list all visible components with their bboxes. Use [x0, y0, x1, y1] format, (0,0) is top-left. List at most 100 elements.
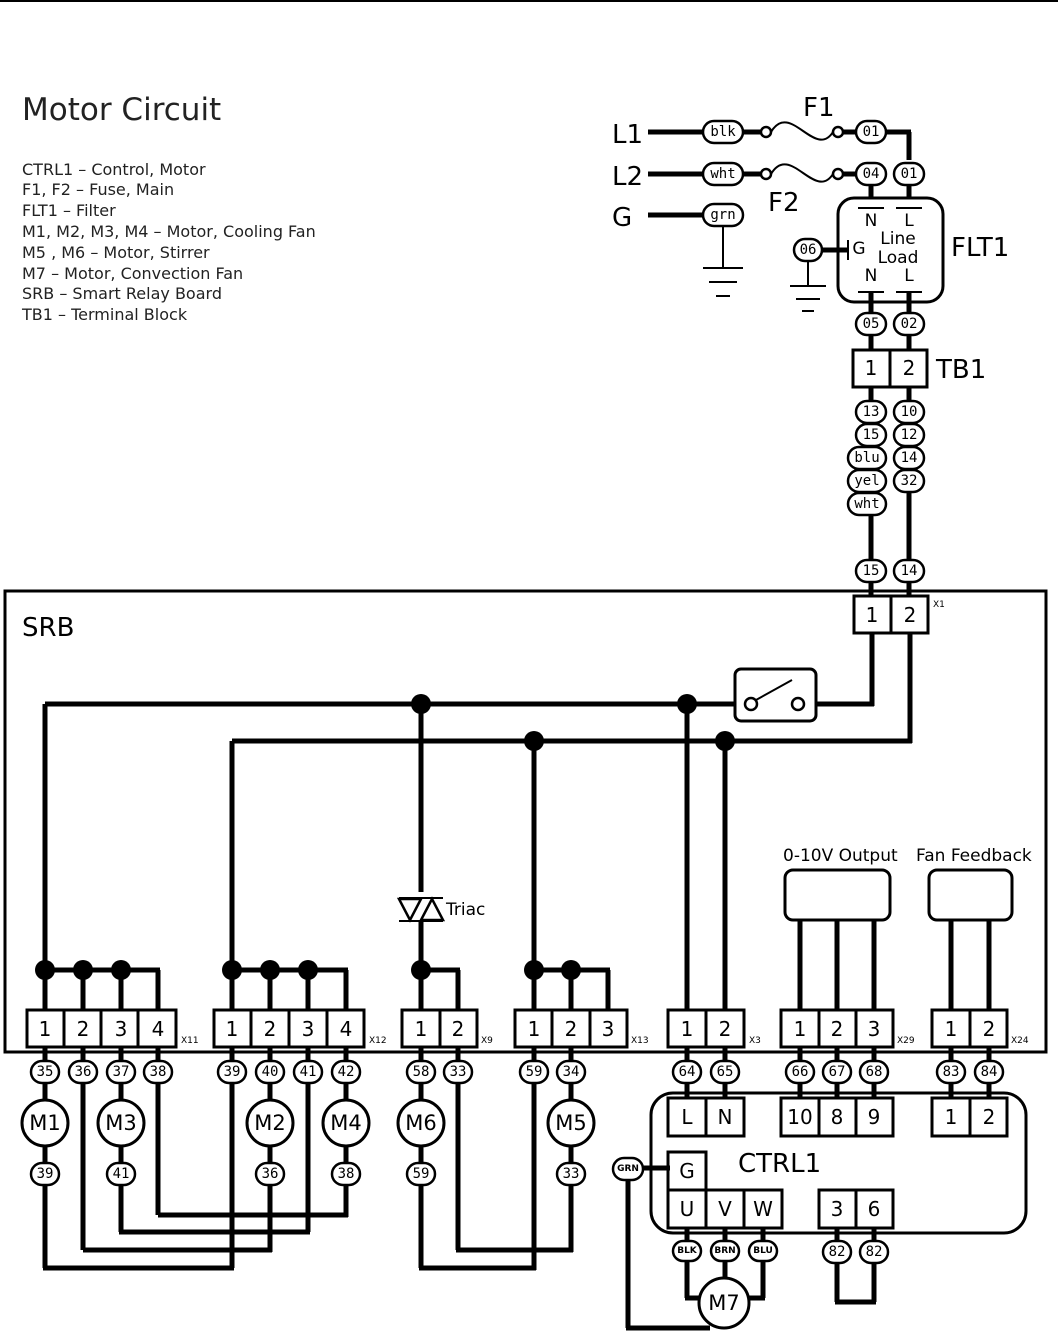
wire-tag: 66 — [784, 1059, 816, 1085]
svg-text:83: 83 — [943, 1064, 960, 1080]
relay-switch-icon — [733, 667, 818, 723]
svg-text:14: 14 — [901, 563, 918, 579]
wire-tag: grn — [701, 202, 745, 228]
svg-text:12: 12 — [901, 427, 918, 443]
wire-tag: 37 — [105, 1059, 137, 1085]
svg-text:G: G — [679, 1159, 695, 1183]
svg-text:1: 1 — [866, 603, 879, 627]
svg-text:X9: X9 — [481, 1036, 493, 1046]
wire-tag: 36 — [67, 1059, 99, 1085]
wire-tag: 12 — [892, 422, 926, 448]
wire-tag: 10 — [892, 399, 926, 425]
svg-text:2: 2 — [565, 1017, 578, 1041]
connector-x9: 1 2 X9 — [400, 1008, 493, 1049]
svg-text:blk: blk — [710, 124, 736, 140]
svg-text:L: L — [904, 211, 914, 231]
wire-tag: 01 — [892, 161, 926, 187]
wire-tag: BRN — [709, 1239, 741, 1263]
svg-text:X29: X29 — [897, 1036, 915, 1046]
wire-tag: 83 — [935, 1059, 967, 1085]
svg-text:10: 10 — [787, 1105, 812, 1129]
svg-text:38: 38 — [338, 1166, 355, 1182]
motor-controller-ctrl1: CTRL1 L N 10 8 9 1 2 G U V W 3 6 GRN — [611, 1091, 1028, 1331]
svg-text:N: N — [865, 211, 878, 231]
svg-text:2: 2 — [264, 1017, 277, 1041]
svg-text:33: 33 — [450, 1064, 467, 1080]
svg-text:1: 1 — [39, 1017, 52, 1041]
svg-text:82: 82 — [829, 1244, 846, 1260]
svg-text:4: 4 — [340, 1017, 353, 1041]
connector-x11: 1 2 3 4 X11 — [25, 1008, 199, 1049]
motor-wiring: 35 36 37 38 39 40 41 42 58 33 59 34 64 6… — [20, 1047, 1005, 1271]
svg-text:58: 58 — [413, 1064, 430, 1080]
svg-text:66: 66 — [792, 1064, 809, 1080]
svg-text:1: 1 — [226, 1017, 239, 1041]
svg-text:wht: wht — [854, 496, 879, 512]
svg-text:BRN: BRN — [714, 1246, 735, 1256]
wire-tag: GRN — [611, 1156, 645, 1182]
svg-text:W: W — [753, 1197, 773, 1221]
svg-text:3: 3 — [115, 1017, 128, 1041]
ground-icon — [790, 285, 826, 312]
svg-text:01: 01 — [863, 124, 880, 140]
svg-text:U: U — [680, 1197, 695, 1221]
wire-tag: 32 — [892, 468, 926, 494]
svg-text:68: 68 — [866, 1064, 883, 1080]
svg-text:64: 64 — [679, 1064, 696, 1080]
f2-label: F2 — [768, 188, 800, 218]
svg-text:3: 3 — [302, 1017, 315, 1041]
svg-text:41: 41 — [300, 1064, 317, 1080]
svg-text:X11: X11 — [181, 1036, 199, 1046]
svg-text:M4: M4 — [330, 1111, 361, 1135]
legend-item: FLT1 – Filter — [22, 201, 116, 220]
f2-fuse-icon — [770, 163, 834, 183]
svg-text:blu: blu — [854, 450, 879, 466]
wire-tag: 35 — [29, 1059, 61, 1085]
legend: CTRL1 – Control, Motor F1, F2 – Fuse, Ma… — [21, 160, 316, 324]
svg-text:34: 34 — [563, 1064, 580, 1080]
motor-m7: M7 — [697, 1276, 751, 1330]
svg-text:X13: X13 — [631, 1036, 649, 1046]
wire-tag: 33 — [555, 1161, 587, 1187]
svg-text:9: 9 — [868, 1105, 881, 1129]
svg-text:2: 2 — [983, 1105, 996, 1129]
f1-fuse-icon — [770, 121, 834, 141]
svg-text:38: 38 — [150, 1064, 167, 1080]
flt1-label: FLT1 — [951, 233, 1009, 263]
wire-tag: 06 — [792, 237, 824, 263]
smart-relay-board: SRB 1 2 X1 — [3, 589, 1048, 1054]
tb1-label: TB1 — [935, 355, 986, 385]
wire-tag: 38 — [142, 1059, 174, 1085]
svg-text:X1: X1 — [933, 600, 945, 610]
wire-tag: 13 — [854, 399, 888, 425]
legend-item: M5 , M6 – Motor, Stirrer — [22, 243, 210, 262]
svg-text:2: 2 — [903, 356, 916, 380]
wire-tag: 41 — [105, 1161, 137, 1187]
wire-tag: wht — [846, 491, 888, 517]
wire-tag: 64 — [671, 1059, 703, 1085]
svg-text:X12: X12 — [369, 1036, 387, 1046]
svg-text:15: 15 — [863, 563, 880, 579]
motor-m6: M6 — [396, 1098, 446, 1148]
wire-tag: 39 — [216, 1059, 248, 1085]
wire-tag: blk — [701, 119, 745, 145]
svg-text:M2: M2 — [254, 1111, 285, 1135]
connector-x3: 1 2 X3 — [666, 1008, 761, 1049]
wire-tag: 58 — [405, 1059, 437, 1085]
wire-tag: 68 — [858, 1059, 890, 1085]
connector-x29: 1 2 3 X29 — [779, 1008, 915, 1049]
svg-text:82: 82 — [866, 1244, 883, 1260]
svg-text:4: 4 — [152, 1017, 165, 1041]
svg-text:39: 39 — [37, 1166, 54, 1182]
motor-m4: M4 — [321, 1098, 371, 1148]
legend-item: TB1 – Terminal Block — [21, 305, 188, 324]
svg-text:41: 41 — [113, 1166, 130, 1182]
svg-text:10: 10 — [901, 404, 918, 420]
supply-section: L1 L2 G F1 F2 blk — [612, 93, 926, 297]
svg-text:wht: wht — [710, 166, 735, 182]
svg-text:36: 36 — [75, 1064, 92, 1080]
wire-tag: 84 — [973, 1059, 1005, 1085]
svg-text:Load: Load — [878, 248, 919, 268]
connector-x13: 1 2 3 X13 — [513, 1008, 649, 1049]
